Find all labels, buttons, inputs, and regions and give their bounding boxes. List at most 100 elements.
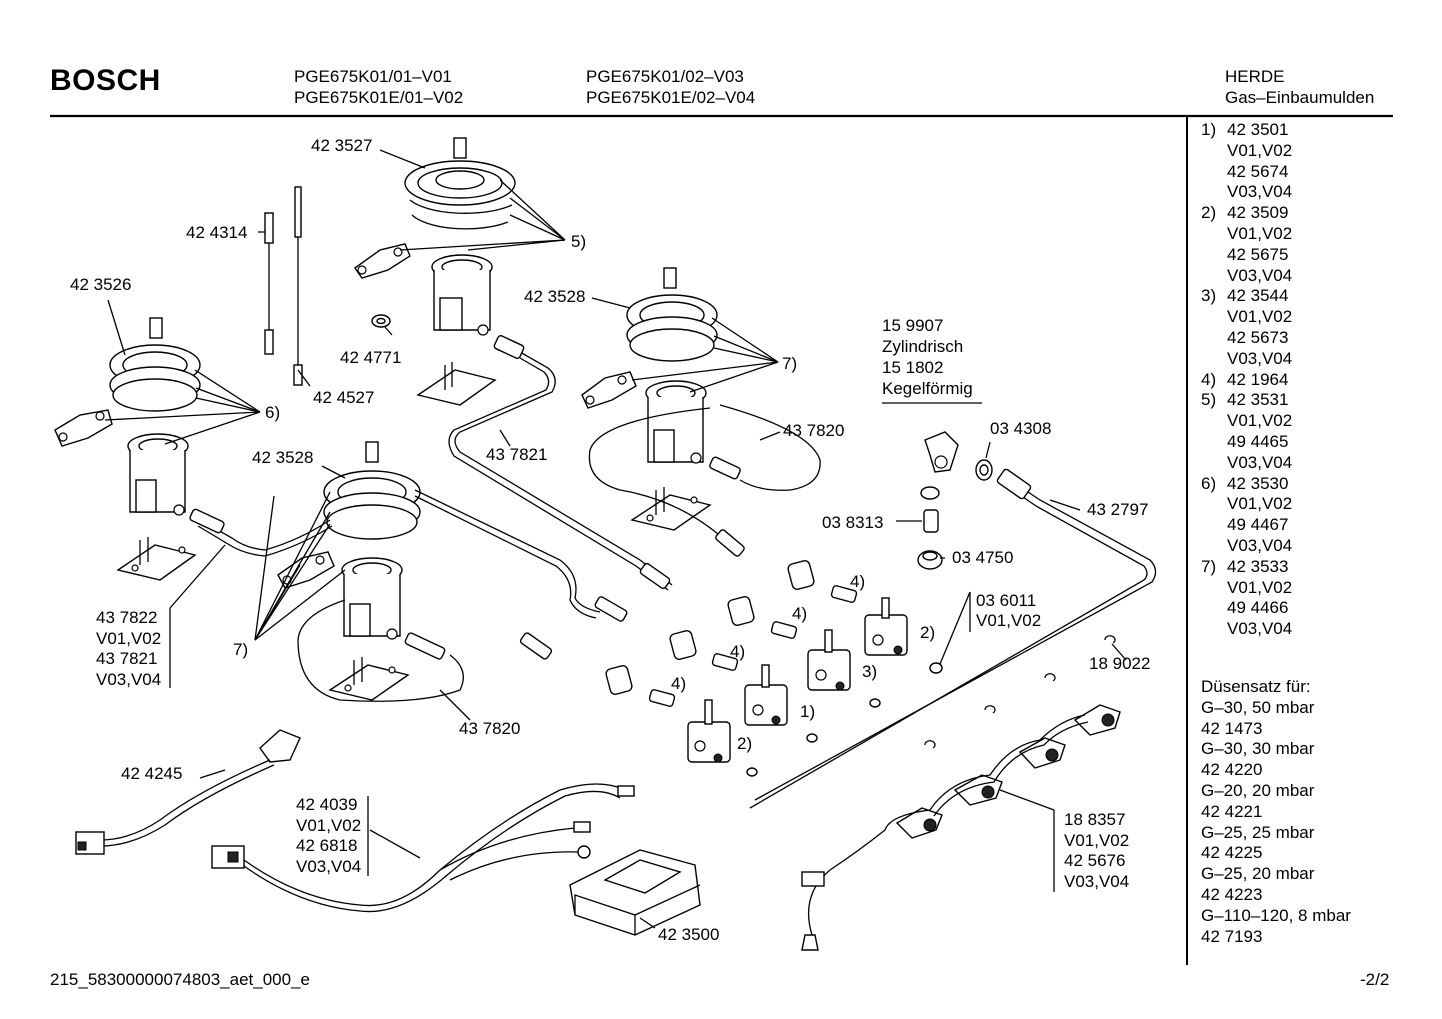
label-189022: 18 9022 [1089, 654, 1151, 673]
pipe-fittings [189, 335, 1032, 660]
burner-left [54, 317, 201, 581]
nozzle-set-title: Düsensatz für: [1201, 677, 1311, 696]
sidebar-entry-2-line-2: V01,V02 [1227, 223, 1293, 243]
sidebar-entry-3-num: 3) [1201, 286, 1217, 306]
thermocouple-parts [264, 186, 391, 386]
sidebar-entry-3-line-2: V01,V02 [1227, 307, 1293, 327]
callout-4-d: 4) [671, 674, 687, 693]
sidebar-entry-7-num: 7) [1201, 556, 1217, 576]
sidebar-entry-6-line-1: 42 3530 [1227, 473, 1289, 493]
category-line-2: Gas–Einbaumulden [1225, 88, 1375, 107]
group-188357-line-4: V03,V04 [1064, 871, 1130, 891]
category-line-1: HERDE [1225, 67, 1285, 86]
nozzle-set-line-12: 42 7193 [1201, 926, 1263, 946]
model-list-1: PGE675K01/01–V01 PGE675K01E/01–V02 [294, 66, 463, 108]
nozzle-type-4: Kegelförmig [882, 379, 973, 398]
sidebar-entry-3: 3)42 3544 V01,V02 42 5673 V03,V04 [1201, 286, 1292, 369]
label-437820-top: 43 7820 [783, 421, 845, 440]
label-424527: 42 4527 [313, 388, 375, 407]
sidebar-entry-7: 7)42 3533 V01,V02 49 4466 V03,V04 [1201, 557, 1292, 640]
model-2: PGE675K01E/01–V02 [294, 88, 464, 107]
callout-4-c: 4) [730, 642, 746, 661]
sidebar-entry-1-line-4: V03,V04 [1227, 182, 1293, 202]
sidebar-entry-2-num: 2) [1201, 203, 1217, 223]
nozzle-set-line-1: G–30, 50 mbar [1201, 697, 1315, 717]
label-432797: 43 2797 [1087, 500, 1149, 519]
sidebar-parts-list: 1)42 3501 V01,V02 42 5674 V03,V04 2)42 3… [1201, 120, 1292, 640]
callout-3: 3) [862, 662, 878, 681]
sidebar-entry-6-line-3: 49 4467 [1227, 515, 1289, 535]
group-437822-line-3: 43 7821 [96, 649, 158, 668]
harness-cable [211, 783, 635, 913]
group-437822-line-2: V01,V02 [96, 628, 162, 648]
nozzle-set-list: Düsensatz für: G–30, 50 mbar 42 1473 G–3… [1201, 677, 1351, 947]
nozzle-type-3: 15 1802 [882, 358, 944, 377]
callout-2-b: 2) [737, 734, 753, 753]
sidebar-entry-7-line-2: V01,V02 [1227, 577, 1293, 597]
leader-lines [104, 149, 1127, 929]
nozzle-set-line-6: 42 4221 [1201, 801, 1263, 821]
nozzle-set-line-2: 42 1473 [1201, 718, 1263, 738]
sidebar-entry-1-line-1: 42 3501 [1227, 120, 1289, 139]
sidebar-entry-1-line-3: 42 5674 [1227, 161, 1289, 181]
model-list-2: PGE675K01/02–V03 PGE675K01E/02–V04 [586, 66, 755, 108]
label-group-188357: 18 8357 V01,V02 42 5676 V03,V04 [1064, 810, 1129, 892]
label-group-424039: 42 4039 V01,V02 42 6818 V03,V04 [296, 795, 361, 877]
group-437822-line-1: 43 7822 [96, 608, 158, 627]
group-437822-line-4: V03,V04 [96, 669, 162, 689]
ignition-harness [801, 704, 1121, 951]
callout-7-top: 7) [782, 354, 798, 373]
burner-middle-top [581, 267, 718, 531]
sidebar-entry-5-line-3: 49 4465 [1227, 431, 1289, 451]
sidebar-entry-4: 4)42 1964 [1201, 370, 1292, 391]
sidebar-entry-7-line-4: V03,V04 [1227, 619, 1293, 639]
sidebar-entry-5-line-2: V01,V02 [1227, 411, 1293, 431]
clips [924, 635, 1116, 749]
label-424771: 42 4771 [340, 348, 402, 367]
callout-7-front: 7) [233, 640, 249, 659]
sidebar-entry-6: 6) 42 3530 V01,V02 49 4467 V03,V04 [1201, 474, 1292, 557]
model-4: PGE675K01E/02–V04 [586, 88, 756, 107]
burner-top [354, 137, 516, 336]
sidebar-entry-6-line-2: V01,V02 [1227, 494, 1293, 514]
callout-2-a: 2) [920, 623, 936, 642]
sidebar-entry-2-line-1: 42 3509 [1227, 203, 1289, 223]
nozzle-set-line-4: 42 4220 [1201, 760, 1263, 780]
nozzle-set-line-10: 42 4223 [1201, 884, 1263, 904]
callout-5: 5) [571, 232, 587, 251]
group-188357-line-2: V01,V02 [1064, 830, 1130, 850]
callout-4-b: 4) [792, 604, 808, 623]
group-188357-line-1: 18 8357 [1064, 810, 1126, 829]
sidebar-entry-5-num: 5) [1201, 390, 1217, 410]
label-423528-front: 42 3528 [252, 448, 314, 467]
label-034308: 03 4308 [990, 419, 1052, 438]
label-036011-line-2: V01,V02 [976, 611, 1042, 630]
model-1: PGE675K01/01–V01 [294, 67, 452, 86]
callout-1: 1) [800, 702, 816, 721]
nozzle-type-2: Zylindrisch [882, 337, 964, 356]
label-036011: 03 6011 V01,V02 [976, 591, 1041, 631]
sidebar-entry-6-num: 6) [1201, 473, 1217, 493]
sidebar-entry-2: 2)42 3509 V01,V02 42 5675 V03,V04 [1201, 203, 1292, 286]
group-424039-line-3: 42 6818 [296, 836, 358, 855]
brand-logo: BOSCH [50, 64, 161, 97]
nozzle-types: 15 9907 Zylindrisch 15 1802 Kegelförmig [882, 315, 973, 399]
nozzle-set-line-11: G–110–120, 8 mbar [1201, 905, 1351, 925]
sidebar-entry-2-line-3: 42 5675 [1227, 244, 1289, 264]
document-id: 215_58300000074803_aet_000_e [50, 970, 310, 989]
nozzle-detail [882, 402, 993, 570]
group-424039-line-4: V03,V04 [296, 856, 362, 876]
power-cord [75, 729, 301, 855]
model-3: PGE675K01/02–V03 [586, 67, 744, 86]
sidebar-entry-5-line-4: V03,V04 [1227, 452, 1293, 472]
sidebar-entry-3-line-1: 42 3544 [1227, 286, 1289, 306]
page-number: -2/2 [1360, 970, 1390, 989]
sidebar-entry-6-line-4: V03,V04 [1227, 535, 1293, 555]
sidebar-entry-4-line-1: 42 1964 [1227, 369, 1289, 389]
nozzle-set-line-5: G–20, 20 mbar [1201, 780, 1315, 800]
sidebar-entry-3-line-4: V03,V04 [1227, 348, 1293, 368]
gas-valves [687, 597, 943, 777]
label-034750: 03 4750 [952, 548, 1014, 567]
control-box [569, 849, 701, 936]
